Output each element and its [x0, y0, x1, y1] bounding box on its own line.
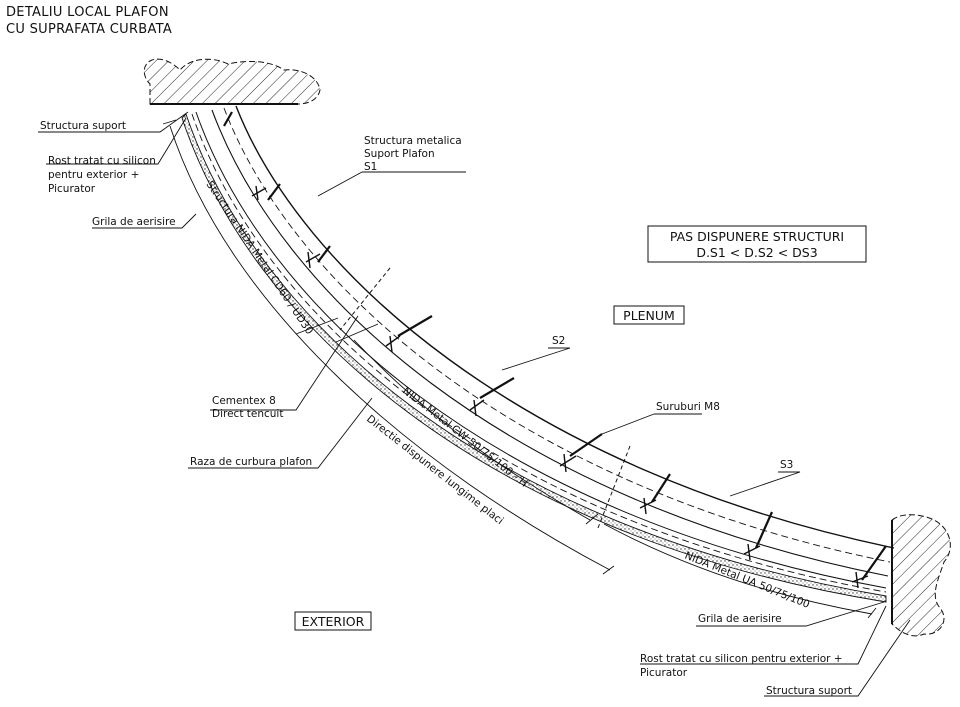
support-structure-top	[143, 58, 321, 105]
label-cementex-1: Cementex 8	[212, 395, 276, 407]
break-lines	[339, 267, 631, 529]
label-struct-metalica-1: Structura metalica	[364, 135, 462, 147]
label-s2: S2	[552, 335, 565, 347]
label-structura-suport-top: Structura suport	[40, 120, 126, 132]
spacing-note-line1: PAS DISPUNERE STRUCTURI	[670, 229, 844, 244]
curved-ceiling-layers	[181, 105, 895, 603]
dimension-lines	[162, 119, 877, 619]
label-grila-bottom: Grila de aerisire	[698, 613, 782, 625]
drawing-title-line2: CU SUPRAFATA CURBATA	[6, 22, 172, 37]
leader-lines	[38, 111, 911, 697]
label-plenum: PLENUM	[623, 308, 675, 323]
label-rost-bottom-2: Picurator	[640, 667, 688, 679]
spacing-note-box: PAS DISPUNERE STRUCTURI D.S1 < D.S2 < DS…	[647, 225, 867, 263]
spacing-note-line2: D.S1 < D.S2 < DS3	[696, 245, 817, 260]
label-struct-metalica-2: Suport Plafon	[364, 148, 435, 160]
label-raza: Raza de curbura plafon	[190, 456, 312, 468]
brackets	[251, 185, 869, 589]
label-rost-top-2: pentru exterior +	[48, 169, 139, 181]
drawing-title-line1: DETALIU LOCAL PLAFON	[6, 5, 169, 20]
label-grila-top: Grila de aerisire	[92, 216, 176, 228]
support-structure-bottom	[891, 514, 951, 637]
label-suruburi: Suruburi M8	[656, 401, 720, 413]
hangers	[223, 111, 887, 581]
label-rost-bottom-1: Rost tratat cu silicon pentru exterior +	[640, 653, 843, 665]
label-rost-top-3: Picurator	[48, 183, 96, 195]
label-cementex-2: Direct tencuit	[212, 408, 283, 420]
label-s1: S1	[364, 161, 377, 173]
label-s3: S3	[780, 459, 793, 471]
zone-plenum: PLENUM	[613, 305, 685, 325]
label-exterior: EXTERIOR	[302, 614, 365, 629]
label-rost-top-1: Rost tratat cu silicon	[48, 155, 156, 167]
zone-exterior: EXTERIOR	[294, 611, 372, 631]
label-structura-suport-bottom: Structura suport	[766, 685, 852, 697]
annotations: Structura suport Rost tratat cu silicon …	[40, 120, 852, 697]
